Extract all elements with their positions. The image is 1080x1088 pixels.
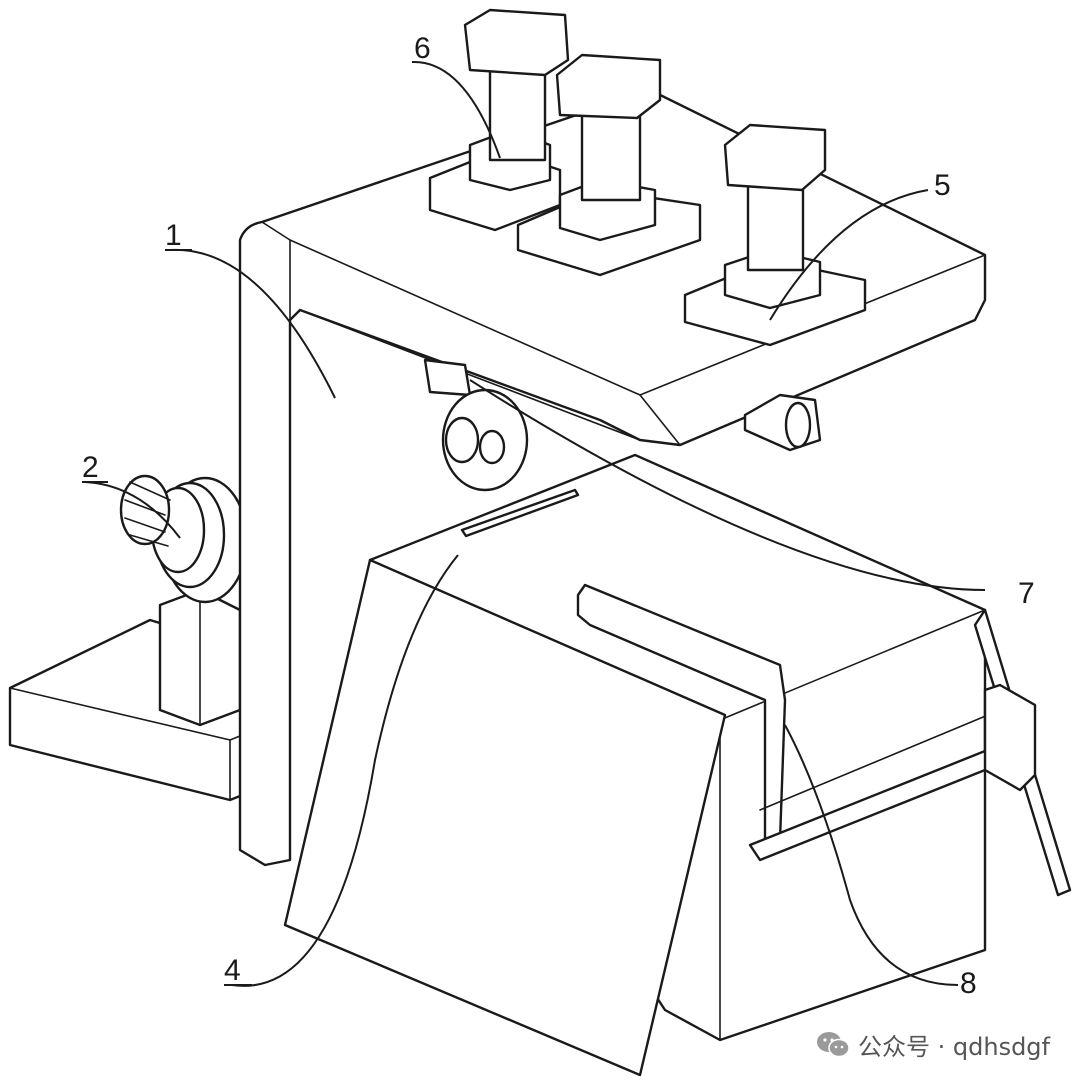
svg-text:2: 2 — [82, 451, 99, 484]
flange-disc — [441, 388, 529, 492]
callout-5: 5 — [934, 169, 951, 202]
slot — [460, 488, 580, 538]
cylinder-left — [428, 8, 570, 232]
lead-screw — [748, 683, 1037, 862]
wechat-icon — [817, 1031, 850, 1057]
sensor-bracket — [423, 358, 472, 397]
cylinder-middle — [516, 53, 702, 277]
watermark-text: 公众号 · qdhsdgf — [858, 1033, 1050, 1061]
svg-text:5: 5 — [934, 169, 951, 202]
watermark: 公众号 · qdhsdgf — [816, 1027, 1050, 1062]
svg-text:1: 1 — [165, 219, 182, 252]
motor-assembly — [119, 474, 249, 727]
cylinder-right — [683, 123, 867, 347]
svg-text:8: 8 — [960, 967, 977, 1000]
callout-6: 6 — [414, 32, 431, 65]
callout-8: 8 — [960, 967, 977, 1000]
svg-text:7: 7 — [1018, 577, 1035, 610]
svg-text:4: 4 — [224, 954, 241, 987]
callout-7: 7 — [1018, 577, 1035, 610]
front-sheet — [283, 558, 727, 1077]
leader-lines — [84, 60, 986, 987]
callout-4: 4 — [224, 954, 252, 987]
svg-text:6: 6 — [414, 32, 431, 65]
callout-2: 2 — [82, 451, 108, 484]
callout-1: 1 — [165, 219, 192, 252]
roller-bracket-right — [743, 393, 822, 452]
